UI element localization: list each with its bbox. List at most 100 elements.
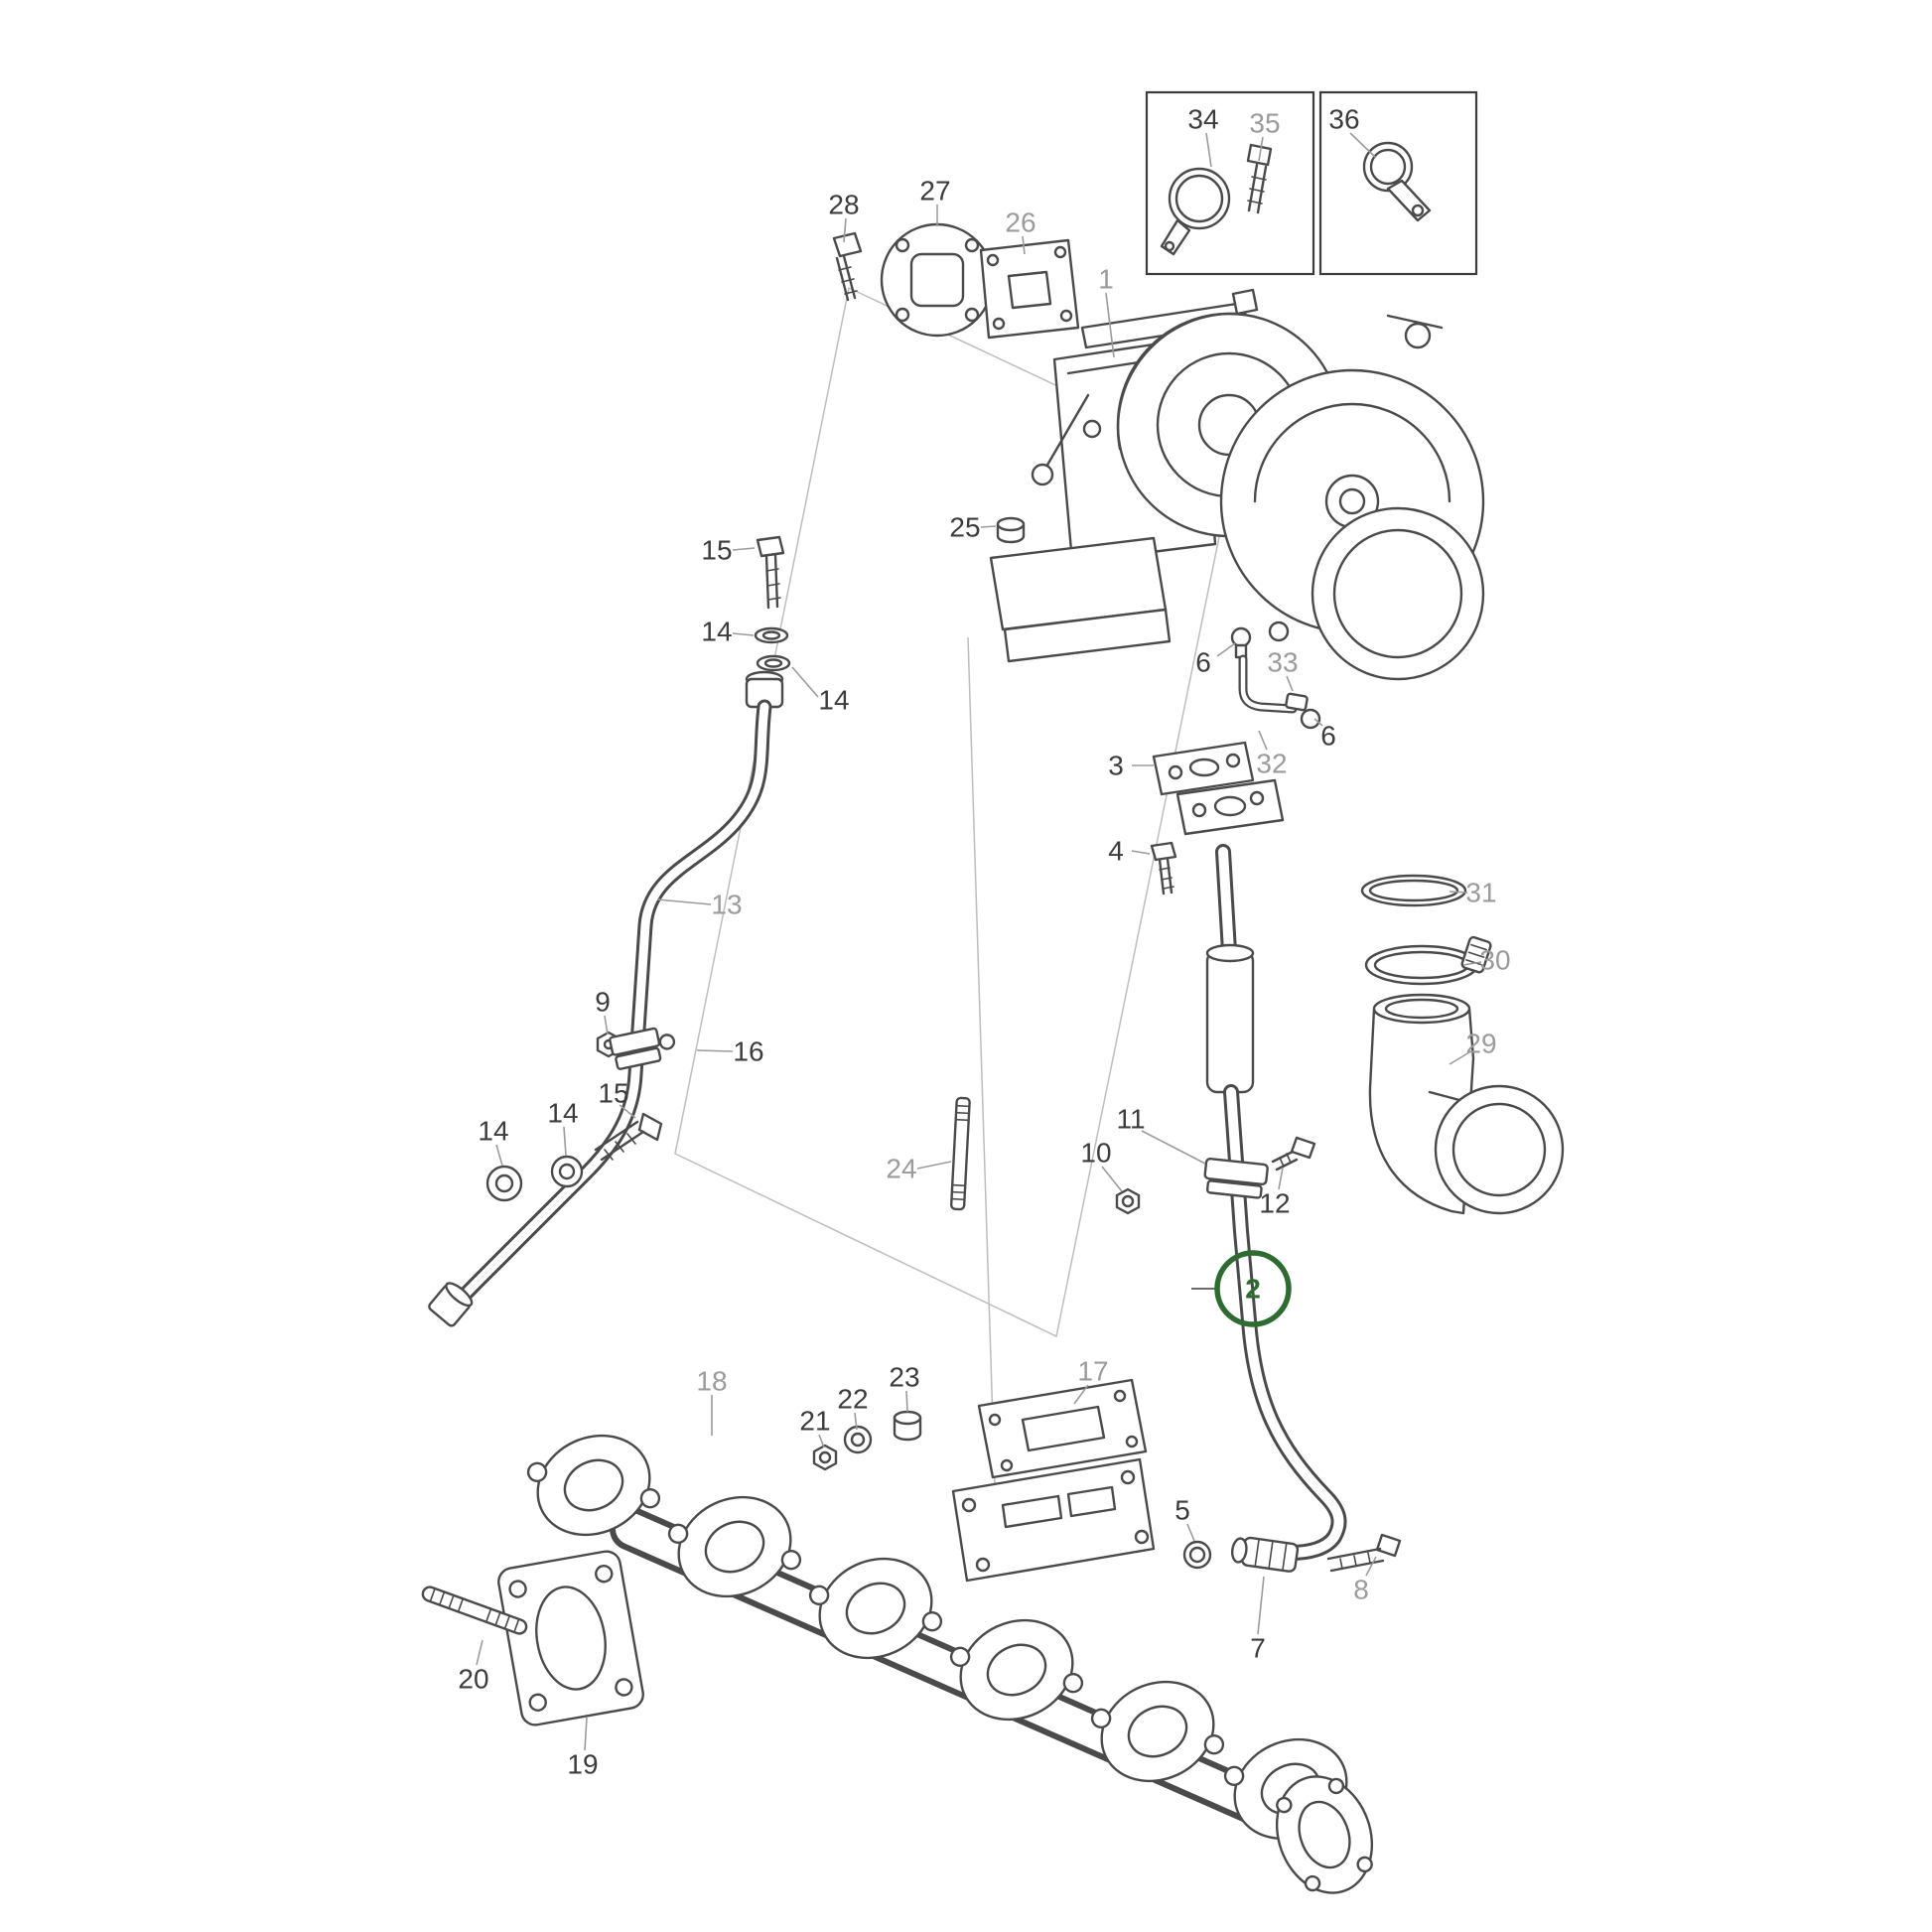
- part-callout-21[interactable]: 21: [799, 1406, 830, 1437]
- part-callout-2[interactable]: 2: [1245, 1274, 1261, 1305]
- exhaust-manifold-18: [526, 1434, 1374, 1894]
- part-callout-29[interactable]: 29: [1465, 1029, 1496, 1059]
- part-callout-31[interactable]: 31: [1465, 878, 1496, 908]
- leader-line-25: [980, 525, 997, 528]
- part-callout-16[interactable]: 16: [733, 1036, 763, 1067]
- part-callout-22[interactable]: 22: [837, 1384, 868, 1415]
- fitting-bolt-8: [1326, 1533, 1402, 1573]
- leader-line-8: [1365, 1556, 1377, 1577]
- part-callout-23[interactable]: 23: [889, 1362, 919, 1393]
- part-callout-13[interactable]: 13: [711, 890, 742, 920]
- leader-line-6-2: [1313, 718, 1323, 727]
- p-clamp-36: [1362, 141, 1432, 222]
- turbo-base-gasket-17: [977, 1378, 1148, 1479]
- part-callout-19[interactable]: 19: [567, 1749, 598, 1780]
- manifold-nut-21: [812, 1444, 838, 1471]
- sealing-washer-14-upper: [754, 626, 791, 672]
- sealing-washers-14-lower: [485, 1155, 584, 1202]
- banjo-bolt-15-upper: [756, 535, 785, 610]
- manifold-connection-plate: [951, 1457, 1156, 1583]
- part-callout-7[interactable]: 7: [1250, 1633, 1266, 1664]
- manifold-gasket-19: [497, 1550, 644, 1726]
- part-callout-18[interactable]: 18: [696, 1366, 727, 1397]
- clamp-bolt-12: [1271, 1136, 1316, 1172]
- leader-line-15-2: [619, 1104, 636, 1119]
- part-callout-9[interactable]: 9: [595, 987, 611, 1018]
- leader-line-26: [1022, 235, 1026, 255]
- part-callout-3[interactable]: 3: [1108, 751, 1124, 781]
- leader-line-14-3: [495, 1144, 503, 1167]
- leader-line-28: [843, 217, 847, 243]
- banjo-bolt-6-upper: [1230, 626, 1252, 659]
- part-callout-35[interactable]: 35: [1249, 108, 1280, 139]
- part-callout-20[interactable]: 20: [458, 1664, 488, 1695]
- part-callout-5[interactable]: 5: [1174, 1495, 1190, 1526]
- turbocharger: [989, 288, 1485, 681]
- part-callout-14-2[interactable]: 14: [818, 685, 849, 716]
- part-callout-14-3[interactable]: 14: [478, 1116, 508, 1147]
- part-callout-24[interactable]: 24: [886, 1154, 916, 1184]
- drain-gasket-3: [1152, 741, 1255, 796]
- leader-line-19: [584, 1717, 588, 1751]
- part-callout-36[interactable]: 36: [1328, 104, 1359, 135]
- hose-clamp-30: [1364, 935, 1492, 986]
- part-callout-30[interactable]: 30: [1479, 945, 1510, 976]
- hose-clamp-34: [1160, 167, 1231, 256]
- part-callout-11[interactable]: 11: [1116, 1104, 1145, 1135]
- manifold-washer-22: [843, 1425, 873, 1454]
- part-callout-8[interactable]: 8: [1353, 1575, 1369, 1605]
- pipe-clamp-11: [1203, 1158, 1269, 1199]
- pipe-clamp-16: [609, 1027, 676, 1070]
- part-callout-33[interactable]: 33: [1267, 647, 1298, 678]
- part-callout-15-1[interactable]: 15: [701, 535, 732, 566]
- part-callout-34[interactable]: 34: [1187, 104, 1218, 135]
- leader-line-23: [905, 1390, 908, 1413]
- turbo-inlet-flange-27: [880, 222, 995, 338]
- part-callout-17[interactable]: 17: [1077, 1356, 1108, 1387]
- part-callout-14-1[interactable]: 14: [701, 617, 732, 647]
- oil-drain-pipe-2[interactable]: [1205, 844, 1347, 1561]
- leader-line-31: [1449, 891, 1468, 894]
- part-callout-25[interactable]: 25: [949, 512, 980, 543]
- part-callout-6-1[interactable]: 6: [1195, 647, 1211, 678]
- part-callout-15-2[interactable]: 15: [598, 1078, 628, 1109]
- leader-line-9: [604, 1015, 609, 1035]
- part-callout-1[interactable]: 1: [1098, 264, 1114, 295]
- part-callout-28[interactable]: 28: [828, 190, 859, 220]
- part-callout-6-2[interactable]: 6: [1320, 721, 1336, 752]
- leader-line-6-1: [1216, 642, 1236, 657]
- leader-line-14-1: [732, 632, 755, 636]
- fitting-33: [1285, 692, 1309, 712]
- part-callout-4[interactable]: 4: [1108, 836, 1124, 867]
- o-ring-5: [1182, 1540, 1212, 1570]
- selected-part-highlight-circle[interactable]: [1214, 1250, 1292, 1327]
- part-callout-27[interactable]: 27: [919, 176, 950, 207]
- leader-line-15-1: [732, 547, 756, 551]
- drain-pipe-flange: [1175, 778, 1285, 836]
- part-callout-32[interactable]: 32: [1256, 749, 1287, 779]
- part-callout-10[interactable]: 10: [1080, 1138, 1111, 1169]
- leader-line-36: [1349, 132, 1376, 158]
- clamp-nut-10: [1115, 1187, 1141, 1215]
- oil-supply-pipe-13: [428, 670, 784, 1327]
- leader-line-4: [1131, 850, 1151, 855]
- leader-line-7: [1257, 1576, 1265, 1635]
- leader-line-35: [1258, 136, 1264, 162]
- part-callout-12[interactable]: 12: [1259, 1188, 1290, 1219]
- part-callout-26[interactable]: 26: [1005, 207, 1035, 238]
- part-callout-14-4[interactable]: 14: [547, 1098, 578, 1129]
- leader-line-29: [1449, 1051, 1470, 1065]
- banjo-bolt-6-lower: [1300, 708, 1321, 730]
- leader-line-24: [916, 1161, 952, 1170]
- hose-fitting-7: [1230, 1536, 1300, 1573]
- flange-bolt-28: [832, 231, 863, 302]
- leader-line-32: [1258, 730, 1268, 751]
- banjo-bolt-15-lower: [594, 1112, 663, 1162]
- o-ring-31: [1360, 874, 1467, 907]
- flange-bolt-4: [1150, 841, 1177, 896]
- leader-line-11: [1141, 1130, 1206, 1165]
- leader-line-12: [1278, 1167, 1284, 1190]
- leader-line-10: [1101, 1166, 1123, 1192]
- leader-line-33: [1286, 675, 1294, 692]
- manifold-spacer-23: [893, 1410, 922, 1442]
